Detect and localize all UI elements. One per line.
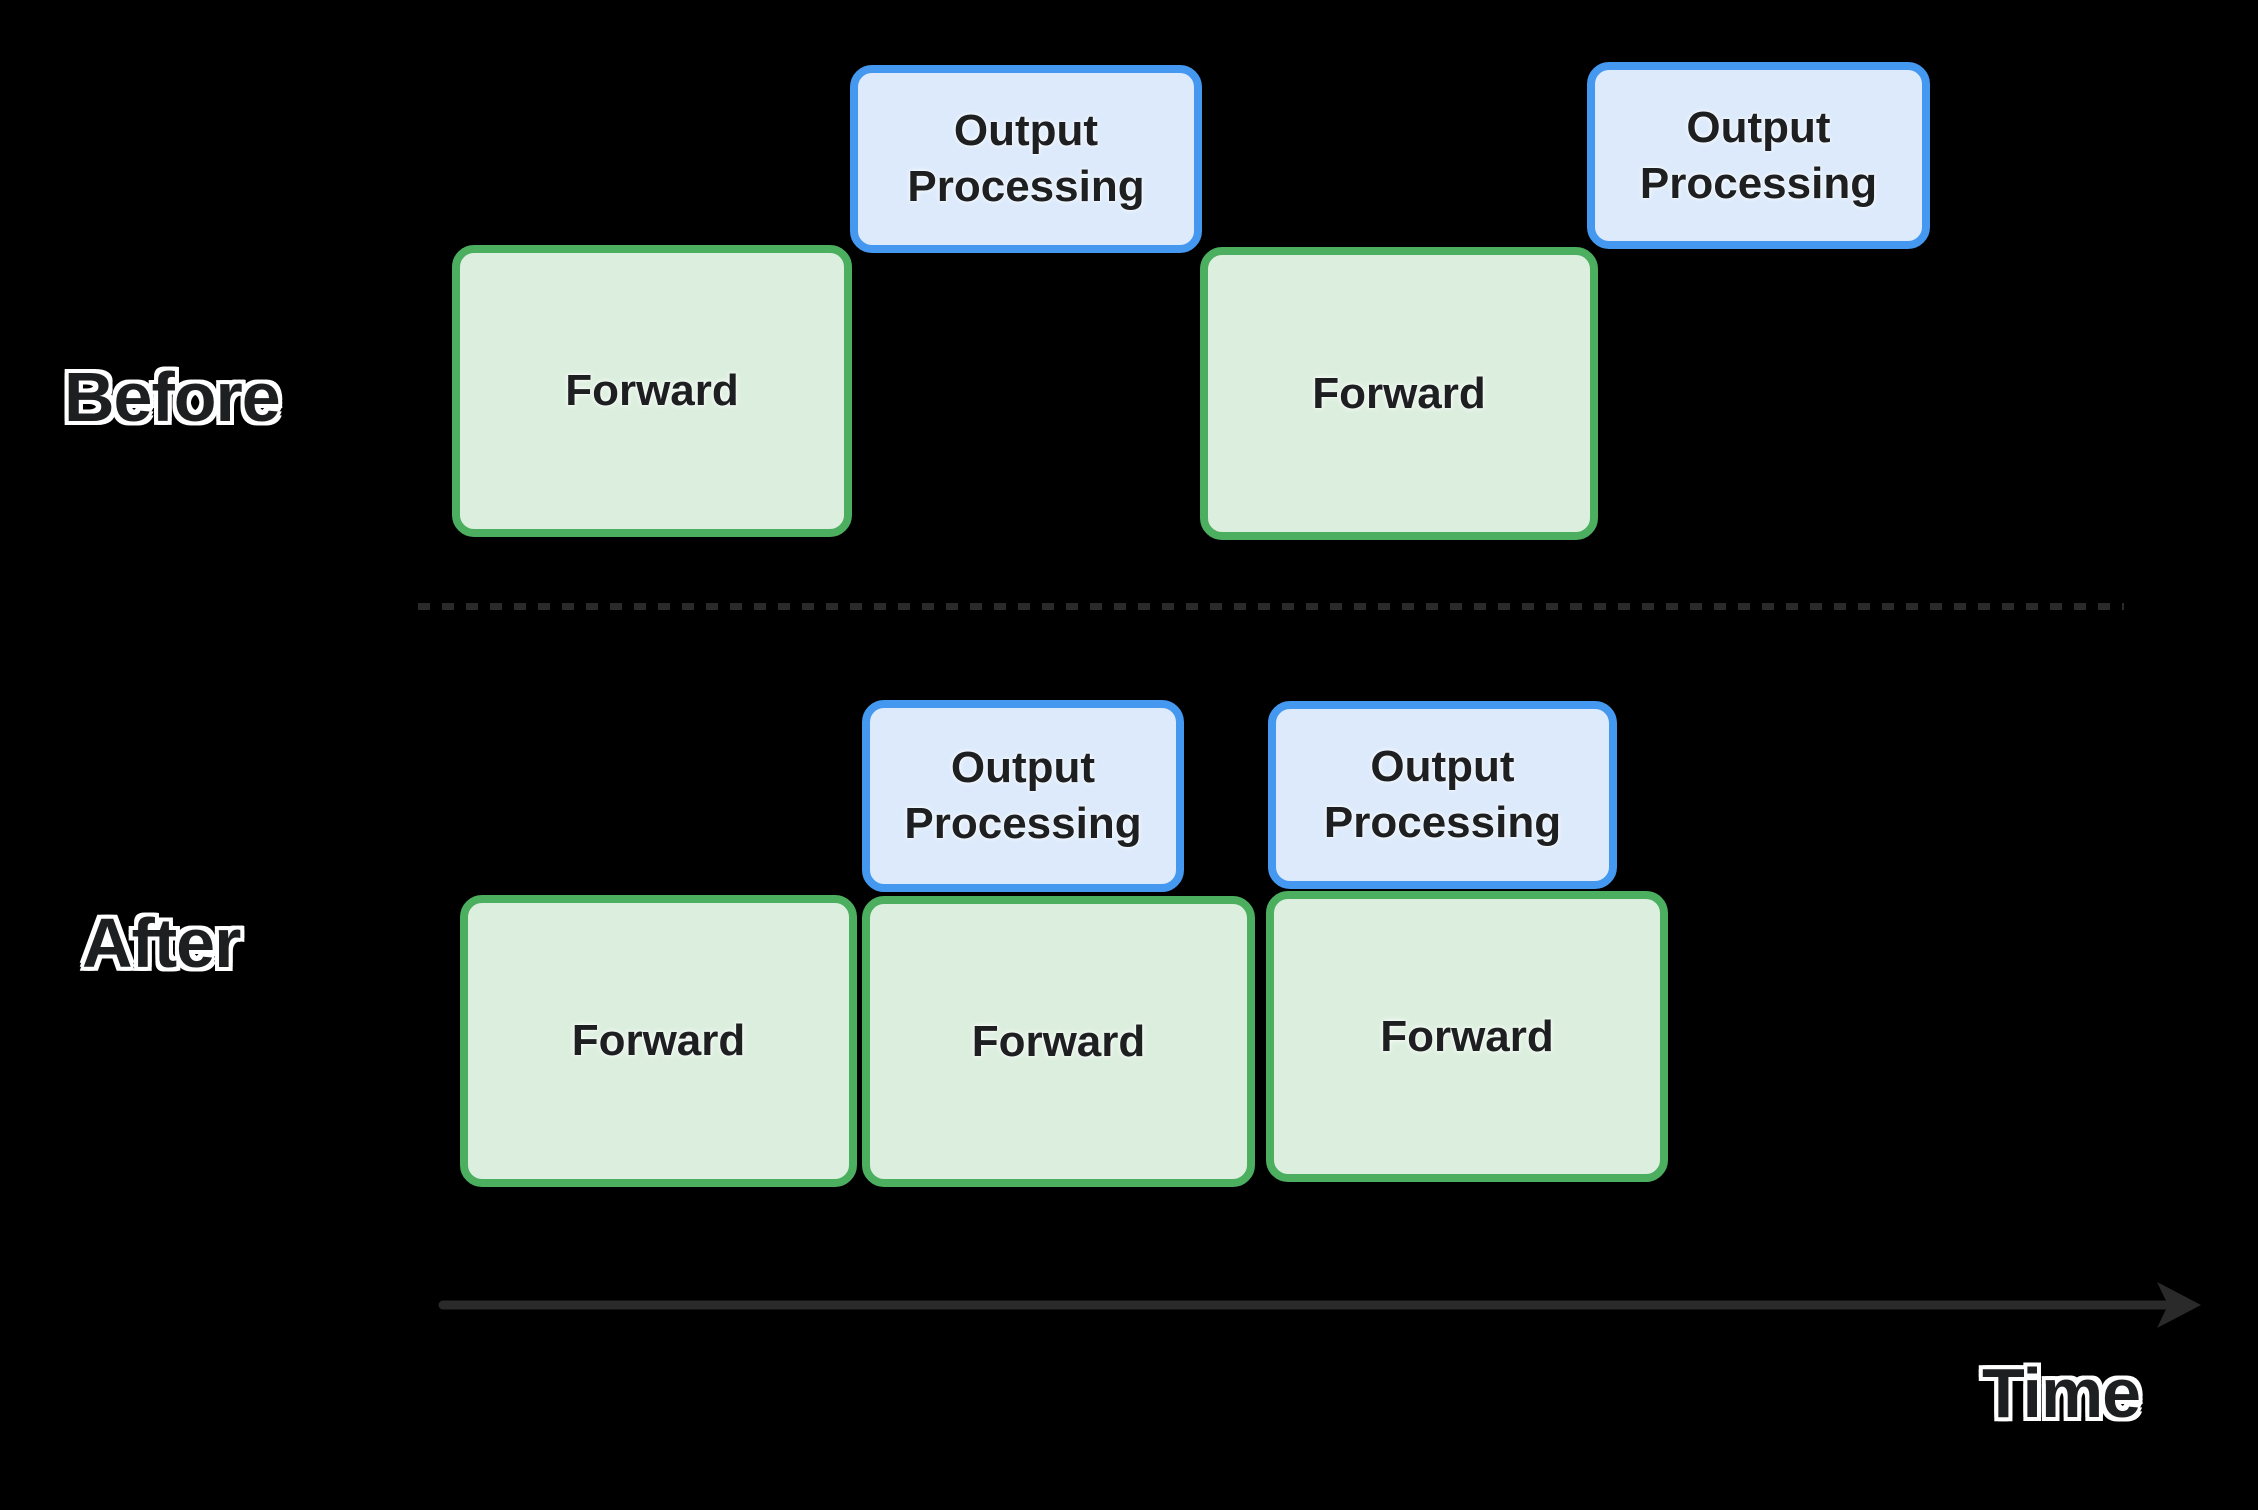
before-output-processing-1-box: Output Processing <box>850 65 1202 253</box>
row-label-before: Before <box>64 358 281 436</box>
after-forward-2-box: Forward <box>862 896 1255 1187</box>
before-forward-1-box: Forward <box>452 245 852 537</box>
divider-dashed-line <box>418 603 2124 610</box>
time-axis-arrow <box>438 1282 2201 1328</box>
row-label-after: After <box>82 904 241 982</box>
after-output-processing-1-box: Output Processing <box>862 700 1184 892</box>
after-forward-3-box: Forward <box>1266 891 1668 1182</box>
before-output-processing-2-box: Output Processing <box>1587 62 1930 249</box>
time-axis-label: Time <box>1982 1354 2141 1432</box>
time-arrow-head-icon <box>2157 1282 2201 1328</box>
after-forward-1-box: Forward <box>460 895 857 1187</box>
before-forward-2-box: Forward <box>1200 247 1598 540</box>
after-output-processing-2-box: Output Processing <box>1268 701 1617 889</box>
